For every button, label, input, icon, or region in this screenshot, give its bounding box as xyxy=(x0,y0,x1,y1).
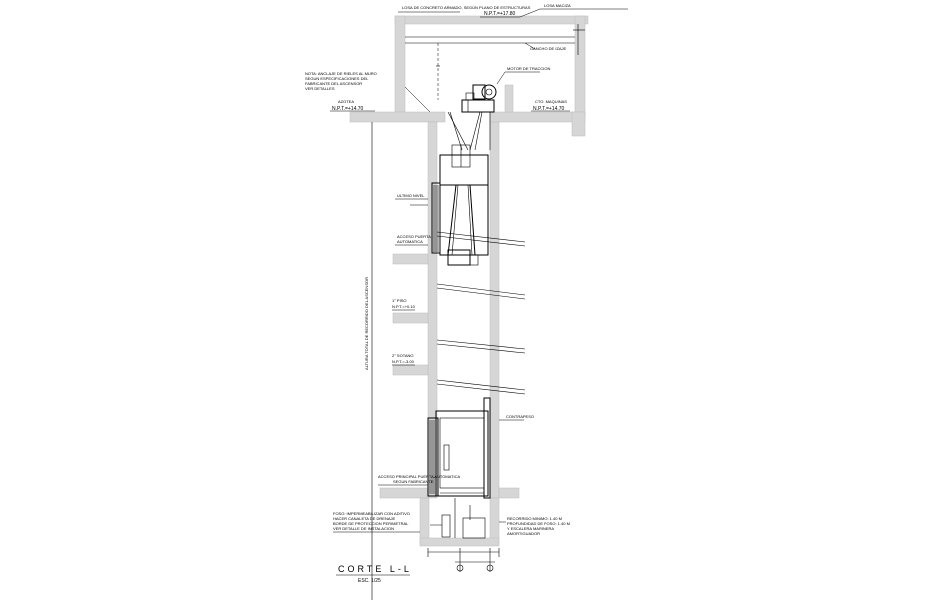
floor-1-text: 1° PISO xyxy=(392,298,407,303)
left-note-1: NOTA: ANCLAJE DE RIELES AL MURO xyxy=(305,71,377,76)
door-panel-upper xyxy=(431,182,441,254)
travel-text: ALTURA TOTAL DE RECORRIDO DEL ASCENSOR xyxy=(364,277,369,370)
machine-room-left-annotations: NOTA: ANCLAJE DE RIELES AL MURO SEGUN ES… xyxy=(305,71,431,113)
pit-note-1: FOSO: IMPERMEABILIZAR CON ADITIVO xyxy=(333,511,410,516)
machine-room-right-wall xyxy=(574,15,586,117)
motor-text: MOTOR DE TRACCION xyxy=(507,66,551,71)
hook-text: GANCHO DE IZAJE xyxy=(530,46,567,51)
motor-body xyxy=(472,84,486,100)
floor-slab-4 xyxy=(379,487,429,499)
pit-right-1: RECORRIDO MINIMO: 1.40 M xyxy=(507,516,562,521)
machine-room-floor-right xyxy=(489,111,586,123)
motor-pulley-icon xyxy=(481,84,497,100)
pit-right-wall xyxy=(489,497,500,545)
machine-room-right-annotations: CTO. MAQUINAS N.P.T.=+14.70 xyxy=(531,99,570,112)
left-note-4: VER DETALLES xyxy=(305,86,335,91)
roof-annotations: LOSA DE CONCRETO ARMADO, SEGÚN PLANO DE … xyxy=(398,3,628,100)
pit-note-2: HACER CANALETA DE DRENAJE xyxy=(333,516,395,521)
floor-slab-1 xyxy=(392,253,429,265)
right-level-label: CTO. MAQUINAS xyxy=(535,99,567,104)
floor-2-text: 2° SOTANO xyxy=(392,353,414,358)
left-note-2: SEGUN ESPECIFICACIONES DEL xyxy=(305,76,369,81)
travel-dimension: ALTURA TOTAL DE RECORRIDO DEL ASCENSOR xyxy=(364,122,373,600)
cabin-lower: CONTRAPESO xyxy=(427,397,534,499)
cabin-body xyxy=(439,184,489,256)
floor-2-level-text: N.P.T.=-3.00 xyxy=(392,359,415,364)
pit-left-text-2: SEGUN FABRICANTE xyxy=(393,479,434,484)
pit-left-text: ACCESO PRINCIPAL PUERTA AUTOMATICA xyxy=(378,474,460,479)
cabin-frame-top xyxy=(439,154,489,186)
buffer-text: AMORTIGUADOR xyxy=(507,531,540,536)
floor-labels: 1° PISO N.P.T.=+0.10 2° SOTANO N.P.T.=-3… xyxy=(392,298,416,366)
right-level-text: N.P.T.=+14.70 xyxy=(533,106,565,112)
traction-machine: MOTOR DE TRACCION xyxy=(461,66,551,113)
pit-left-wall xyxy=(419,497,430,545)
pit-right-3: Y ESCALERA MARINERA xyxy=(507,526,554,531)
section-scale: ESC. 1/25 xyxy=(358,578,381,584)
pit-floor xyxy=(419,537,500,547)
cabin-text-upper: ACCESO PUERTA xyxy=(397,234,431,239)
shaft-right-wall xyxy=(489,121,500,499)
machine-room-right-step xyxy=(571,111,586,137)
pit-note-3: BORDE DE PROTECCION PERIMETRAL xyxy=(333,521,409,526)
machine-room-floor-left xyxy=(349,111,446,123)
pit-annotations: ACCESO PRINCIPAL PUERTA AUTOMATICA SEGUN… xyxy=(333,474,570,536)
motor-base xyxy=(461,99,495,113)
shaft-left-wall xyxy=(427,121,438,499)
floor-1-level-text: N.P.T.=+0.10 xyxy=(392,304,416,309)
pit-note-4: VER DETALLE DE INSTALACION xyxy=(333,526,394,531)
left-level-label: AZOTEA xyxy=(338,99,354,104)
roof-note-text: LOSA DE CONCRETO ARMADO, SEGÚN PLANO DE … xyxy=(402,5,531,10)
pit-equipment xyxy=(430,498,486,539)
lower-door-panel xyxy=(427,417,439,497)
floor-slab-3 xyxy=(392,364,429,376)
floor-slab-2 xyxy=(392,312,429,324)
slab-note-text: LOSA MACIZA xyxy=(544,3,571,8)
machine-room-parapet xyxy=(504,84,514,113)
counterweight-text: CONTRAPESO xyxy=(506,414,534,419)
title-block: CORTE L-L ESC. 1/25 xyxy=(336,564,412,584)
structure xyxy=(349,15,589,547)
upper-cabin-annotations: ULTIMO NIVEL ACCESO PUERTA AUTOMATICA xyxy=(395,193,431,246)
break-lines xyxy=(436,231,526,395)
cabin-text-upper-2: AUTOMATICA xyxy=(397,239,423,244)
bottom-dimensions xyxy=(427,548,500,572)
left-note-3: FABRICANTE DEL ASCENSOR xyxy=(305,81,362,86)
machine-room-left-wall xyxy=(394,15,406,113)
section-title: CORTE L-L xyxy=(338,564,412,574)
cabin-base xyxy=(447,249,471,266)
pit-right-2: PROFUNDIDAD DE FOSO: 1.40 M xyxy=(507,521,570,526)
hoist-ropes xyxy=(447,100,491,151)
buffer-right xyxy=(462,517,486,539)
floor-slab-right xyxy=(498,487,520,499)
buffer-left xyxy=(441,514,451,538)
top-level-text: N.P.T.=+17.80 xyxy=(484,11,516,17)
cabin-upper xyxy=(431,144,489,266)
left-level-text: N.P.T.=+14.70 xyxy=(332,106,364,112)
top-floor-text: ULTIMO NIVEL xyxy=(397,193,425,198)
